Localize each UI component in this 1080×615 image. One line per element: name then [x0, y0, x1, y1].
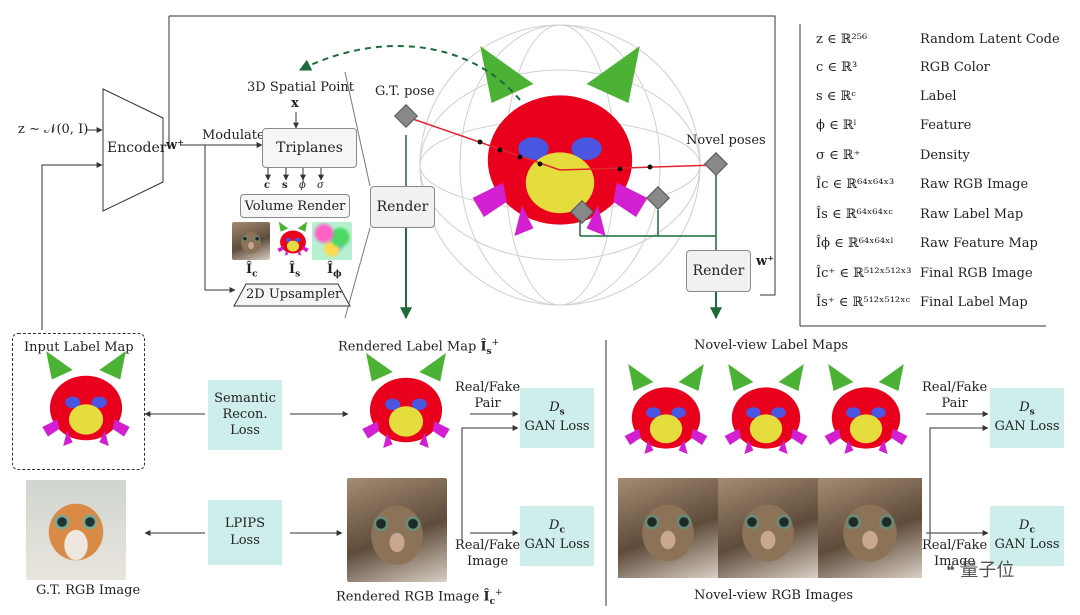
ds-loss-label: GAN Loss — [524, 419, 590, 435]
volume-render-box: Volume Render — [240, 194, 350, 218]
novel-label-cat — [624, 364, 708, 454]
dc-gan-loss-box-left: Dc GAN Loss — [520, 506, 594, 566]
raw-feature-thumb — [312, 222, 352, 260]
semantic-loss-box: Semantic Recon. Loss — [208, 380, 282, 450]
novel-label-cat — [824, 364, 908, 454]
dc-loss-label: GAN Loss — [524, 537, 590, 553]
spatial-point-label: 3D Spatial Point — [247, 80, 355, 95]
real-fake-image-left: Real/Fake Image — [455, 538, 521, 569]
latent-input: z ∼ 𝒩(0, I) — [18, 122, 89, 137]
camera-icon — [393, 103, 729, 225]
chat-bubble-icon: ❝ — [946, 561, 955, 580]
novel-rgb-photo — [818, 478, 922, 578]
ds-symbol: Ds — [549, 400, 565, 419]
input-label-map-frame — [12, 333, 145, 470]
upsampler-shape — [233, 283, 351, 307]
modulate-label: Modulate — [202, 128, 265, 143]
dc-symbol: Dc — [549, 518, 565, 537]
gt-rgb-title: G.T. RGB Image — [36, 583, 141, 598]
raw-rgb-thumb — [232, 222, 270, 260]
gt-rgb-photo — [26, 480, 126, 580]
input-label-map-title: Input Label Map — [24, 340, 134, 355]
novel-rgb-photo — [718, 478, 818, 578]
raw-label-thumb — [277, 221, 309, 256]
novel-poses-label: Novel poses — [686, 133, 766, 148]
render-box-left: Render — [370, 186, 435, 228]
output-c: c — [264, 180, 271, 191]
ds-loss-label: GAN Loss — [994, 419, 1060, 435]
render-left-label: Render — [376, 199, 429, 215]
raw-label-c: Îc — [246, 262, 258, 280]
ds-gan-loss-box-left: Ds GAN Loss — [520, 388, 594, 448]
output-phi: ϕ — [299, 180, 306, 191]
render-box-right: Render — [686, 250, 751, 292]
rendered-rgb-title: Rendered RGB Image Îc+ — [336, 588, 503, 607]
encoder-label: Encoder — [107, 140, 167, 156]
feedback-line — [169, 15, 776, 296]
novel-label-cat — [724, 364, 808, 454]
gt-pose-label: G.T. pose — [375, 84, 435, 99]
volume-render-label: Volume Render — [244, 198, 346, 214]
output-s: s — [282, 180, 288, 191]
triplanes-label: Triplanes — [276, 140, 343, 156]
novel-rgb-images-title: Novel-view RGB Images — [694, 588, 854, 603]
dc-symbol: Dc — [1019, 518, 1035, 537]
dc-gan-loss-box-right: Dc GAN Loss — [990, 506, 1064, 566]
output-sigma: σ — [317, 180, 324, 191]
ds-symbol: Ds — [1019, 400, 1035, 419]
triplanes-box: Triplanes — [262, 128, 357, 168]
watermark: ❝ 量子位 — [946, 560, 1015, 581]
w-plus-right-label: w⁺ — [756, 254, 775, 269]
rendered-label-title: Rendered Label Map Îs+ — [338, 338, 500, 357]
raw-label-s: Îs — [289, 262, 301, 280]
real-fake-pair-right: Real/Fake Pair — [922, 380, 988, 411]
w-plus-label: w⁺ — [166, 138, 185, 153]
real-fake-image-right: Real/Fake Image — [922, 538, 988, 569]
lpips-loss-box: LPIPS Loss — [208, 500, 282, 565]
rendered-label-cat — [362, 353, 450, 448]
upsampler-label: 2D Upsampler — [246, 287, 342, 302]
raw-label-phi: Îϕ — [327, 262, 342, 280]
rendered-rgb-photo — [347, 478, 447, 582]
cat-3d-model — [472, 45, 648, 236]
novel-rgb-photo — [618, 478, 718, 578]
real-fake-pair-left: Real/Fake Pair — [455, 380, 521, 411]
encoder-shape — [102, 88, 164, 212]
spatial-x-label: x — [291, 96, 299, 111]
render-right-label: Render — [692, 263, 745, 279]
dc-loss-label: GAN Loss — [994, 537, 1060, 553]
ds-gan-loss-box-right: Ds GAN Loss — [990, 388, 1064, 448]
novel-label-maps-title: Novel-view Label Maps — [694, 338, 848, 353]
